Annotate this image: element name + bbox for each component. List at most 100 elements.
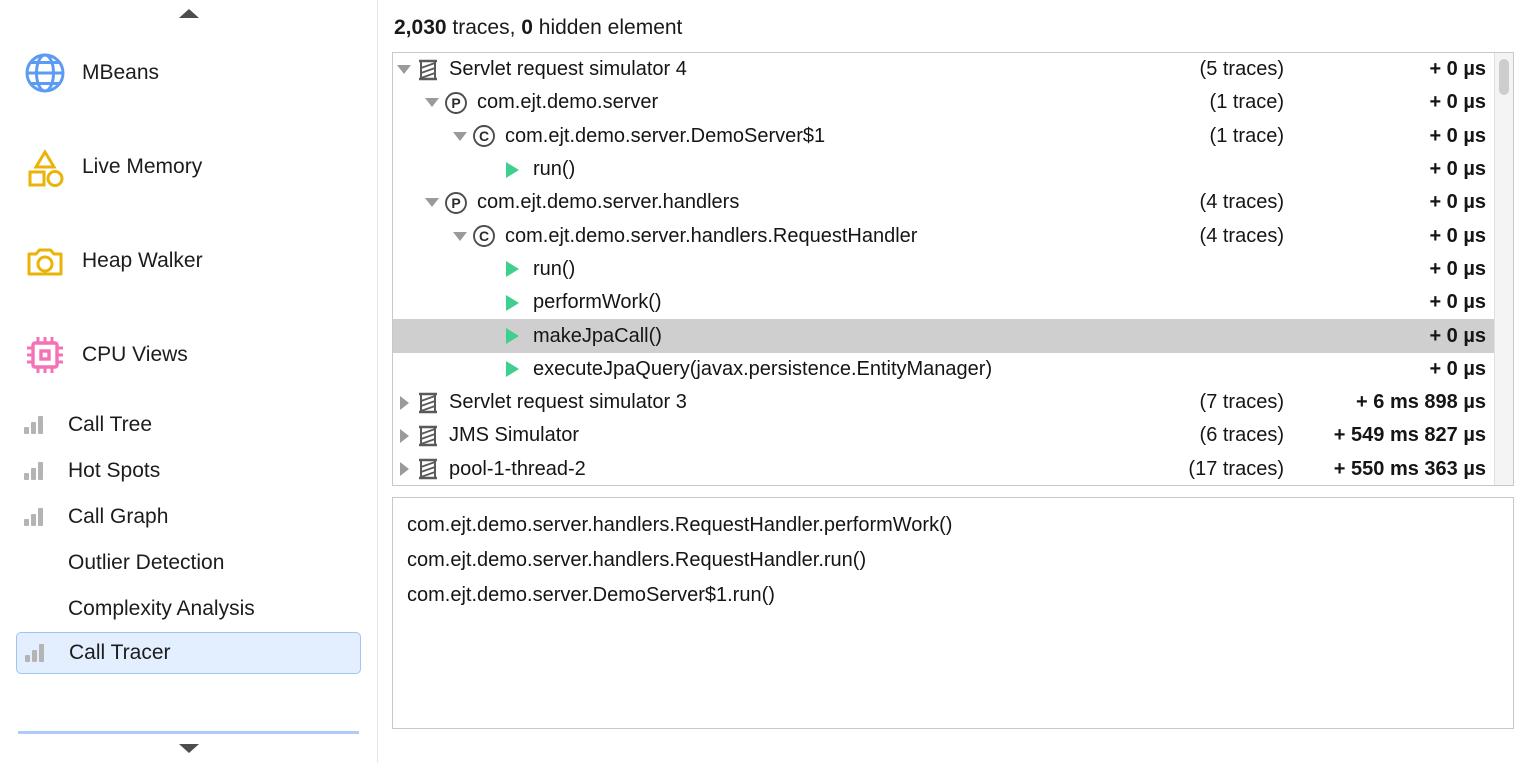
main-content: 2,030 traces, 0 hidden element Servlet r… bbox=[378, 0, 1526, 763]
tree-row-time: + 0 µs bbox=[1429, 124, 1486, 147]
expand-triangle-down-icon[interactable] bbox=[449, 231, 471, 241]
sidebar-item-call-tree[interactable]: Call Tree bbox=[0, 402, 377, 448]
tree-row[interactable]: Servlet request simulator 4(5 traces)+ 0… bbox=[393, 53, 1494, 86]
expand-triangle-down-icon[interactable] bbox=[421, 198, 443, 208]
tree-row[interactable]: JMS Simulator(6 traces)+ 549 ms 827 µs bbox=[393, 419, 1494, 452]
bar-chart-icon bbox=[22, 508, 58, 526]
tree-row[interactable]: run() + 0 µs bbox=[393, 253, 1494, 286]
sidebar-item-call-graph[interactable]: Call Graph bbox=[0, 494, 377, 540]
tree-row-time: + 0 µs bbox=[1429, 224, 1486, 247]
sidebar-item-hot-spots[interactable]: Hot Spots bbox=[0, 448, 377, 494]
sidebar-item-label: CPU Views bbox=[82, 343, 188, 366]
method-play-icon bbox=[499, 294, 525, 311]
tree-row-trace-count: (17 traces) bbox=[1188, 457, 1284, 480]
sidebar-item-mbeans[interactable]: MBeans bbox=[0, 26, 377, 120]
sidebar-item-cpu-views[interactable]: CPU Views bbox=[0, 308, 377, 402]
sidebar-scroll-up-button[interactable] bbox=[0, 0, 377, 26]
stack-trace-panel[interactable]: com.ejt.demo.server.handlers.RequestHand… bbox=[392, 497, 1514, 729]
sidebar-nav-list: MBeans Live Memory bbox=[0, 26, 377, 674]
triangle-down-icon bbox=[178, 743, 199, 753]
thread-spool-icon bbox=[415, 58, 441, 82]
stack-trace-line[interactable]: com.ejt.demo.server.handlers.RequestHand… bbox=[407, 549, 867, 571]
method-play-icon bbox=[499, 328, 525, 345]
hidden-word: hidden element bbox=[532, 16, 683, 39]
tree-row-trace-count: (4 traces) bbox=[1199, 224, 1284, 247]
sidebar-item-call-tracer[interactable]: Call Tracer bbox=[16, 632, 361, 674]
cpu-chip-icon bbox=[22, 332, 68, 378]
tree-row-time: + 0 µs bbox=[1429, 324, 1486, 347]
stack-trace-line[interactable]: com.ejt.demo.server.DemoServer$1.run() bbox=[407, 584, 775, 606]
tree-row-label: com.ejt.demo.server.handlers.RequestHand… bbox=[505, 224, 918, 247]
tree-row[interactable]: makeJpaCall() + 0 µs bbox=[393, 319, 1494, 353]
tree-row[interactable]: Servlet request simulator 3 (7 traces) + 6… bbox=[393, 386, 1494, 419]
package-icon: P bbox=[443, 91, 469, 115]
expand-triangle-down-icon[interactable] bbox=[449, 131, 471, 141]
call-trace-tree[interactable]: Servlet request simulator 4(5 traces)+ 0… bbox=[393, 53, 1494, 485]
sidebar-item-label: Hot Spots bbox=[68, 459, 161, 482]
traces-word: traces, bbox=[446, 16, 522, 39]
tree-row[interactable]: pool-1-thread-2 (17 traces) + 550 ms 363 µ… bbox=[393, 453, 1494, 485]
tree-row-label: Servlet request simulator 4 bbox=[449, 58, 687, 81]
tree-row-trace-count: (1 trace) bbox=[1209, 124, 1284, 147]
expand-triangle-right-icon[interactable] bbox=[393, 462, 415, 477]
expand-triangle-right-icon[interactable] bbox=[393, 428, 415, 443]
scrollbar-thumb[interactable] bbox=[1499, 59, 1509, 95]
expand-triangle-down-icon[interactable] bbox=[421, 98, 443, 108]
method-play-icon bbox=[499, 261, 525, 278]
sidebar-scroll-down-button[interactable] bbox=[0, 733, 377, 763]
tree-row-time: + 550 ms 363 µs bbox=[1333, 457, 1486, 480]
bar-chart-icon bbox=[22, 462, 58, 480]
tree-row-time: + 0 µs bbox=[1429, 91, 1486, 114]
tree-row[interactable]: performWork()+ 0 µs bbox=[393, 286, 1494, 319]
tree-row-trace-count: (6 traces) bbox=[1199, 424, 1284, 447]
stack-trace-line[interactable]: com.ejt.demo.server.handlers.RequestHand… bbox=[407, 514, 953, 536]
trace-count: 2,030 bbox=[394, 16, 447, 39]
tree-row-trace-count: (4 traces) bbox=[1199, 191, 1284, 214]
camera-icon bbox=[22, 238, 68, 284]
tree-row-label: pool-1-thread-2 bbox=[449, 457, 586, 480]
sidebar-item-complexity-analysis[interactable]: Complexity Analysis bbox=[0, 586, 377, 632]
sidebar-item-outlier-detection[interactable]: Outlier Detection bbox=[0, 540, 377, 586]
svg-text:C: C bbox=[479, 128, 489, 144]
tree-row-label: Servlet request simulator 3 bbox=[449, 391, 687, 414]
sidebar-item-label: MBeans bbox=[82, 61, 160, 84]
tree-row-trace-count: (7 traces) bbox=[1199, 391, 1284, 414]
method-play-icon bbox=[499, 161, 525, 178]
tree-row-label: run() bbox=[533, 257, 576, 280]
hidden-count: 0 bbox=[521, 16, 533, 39]
sidebar-item-label: Call Tree bbox=[68, 413, 153, 436]
expand-triangle-right-icon[interactable] bbox=[393, 395, 415, 410]
tree-row-label: com.ejt.demo.server.handlers bbox=[477, 191, 740, 214]
tree-row-label: makeJpaCall() bbox=[533, 324, 662, 347]
tree-row-time: + 0 µs bbox=[1429, 158, 1486, 181]
sidebar-item-live-memory[interactable]: Live Memory bbox=[0, 120, 377, 214]
tree-row[interactable]: executeJpaQuery(javax.persistence.Entity… bbox=[393, 353, 1494, 386]
tree-row-trace-count: (1 trace) bbox=[1209, 91, 1284, 114]
bar-chart-icon bbox=[23, 644, 59, 662]
bar-chart-icon bbox=[22, 416, 58, 434]
sidebar-item-label: Outlier Detection bbox=[68, 551, 225, 574]
tree-row[interactable]: run()+ 0 µs bbox=[393, 153, 1494, 186]
thread-spool-icon bbox=[415, 424, 441, 448]
svg-text:C: C bbox=[479, 228, 489, 244]
sidebar-item-label: Call Tracer bbox=[69, 641, 171, 664]
tree-vertical-scrollbar[interactable] bbox=[1494, 53, 1513, 485]
trace-summary: 2,030 traces, 0 hidden element bbox=[392, 0, 1514, 52]
tree-row-time: + 0 µs bbox=[1429, 257, 1486, 280]
expand-triangle-down-icon[interactable] bbox=[393, 65, 415, 75]
svg-text:P: P bbox=[451, 195, 460, 211]
globe-icon bbox=[22, 50, 68, 96]
sidebar-item-label: Live Memory bbox=[82, 155, 203, 178]
thread-spool-icon bbox=[415, 391, 441, 415]
tree-row-time: + 0 µs bbox=[1429, 191, 1486, 214]
tree-row-time: + 6 ms 898 µs bbox=[1356, 391, 1486, 414]
svg-text:P: P bbox=[451, 95, 460, 111]
sidebar-item-heap-walker[interactable]: Heap Walker bbox=[0, 214, 377, 308]
method-play-icon bbox=[499, 361, 525, 378]
sidebar-item-label: Call Graph bbox=[68, 505, 169, 528]
